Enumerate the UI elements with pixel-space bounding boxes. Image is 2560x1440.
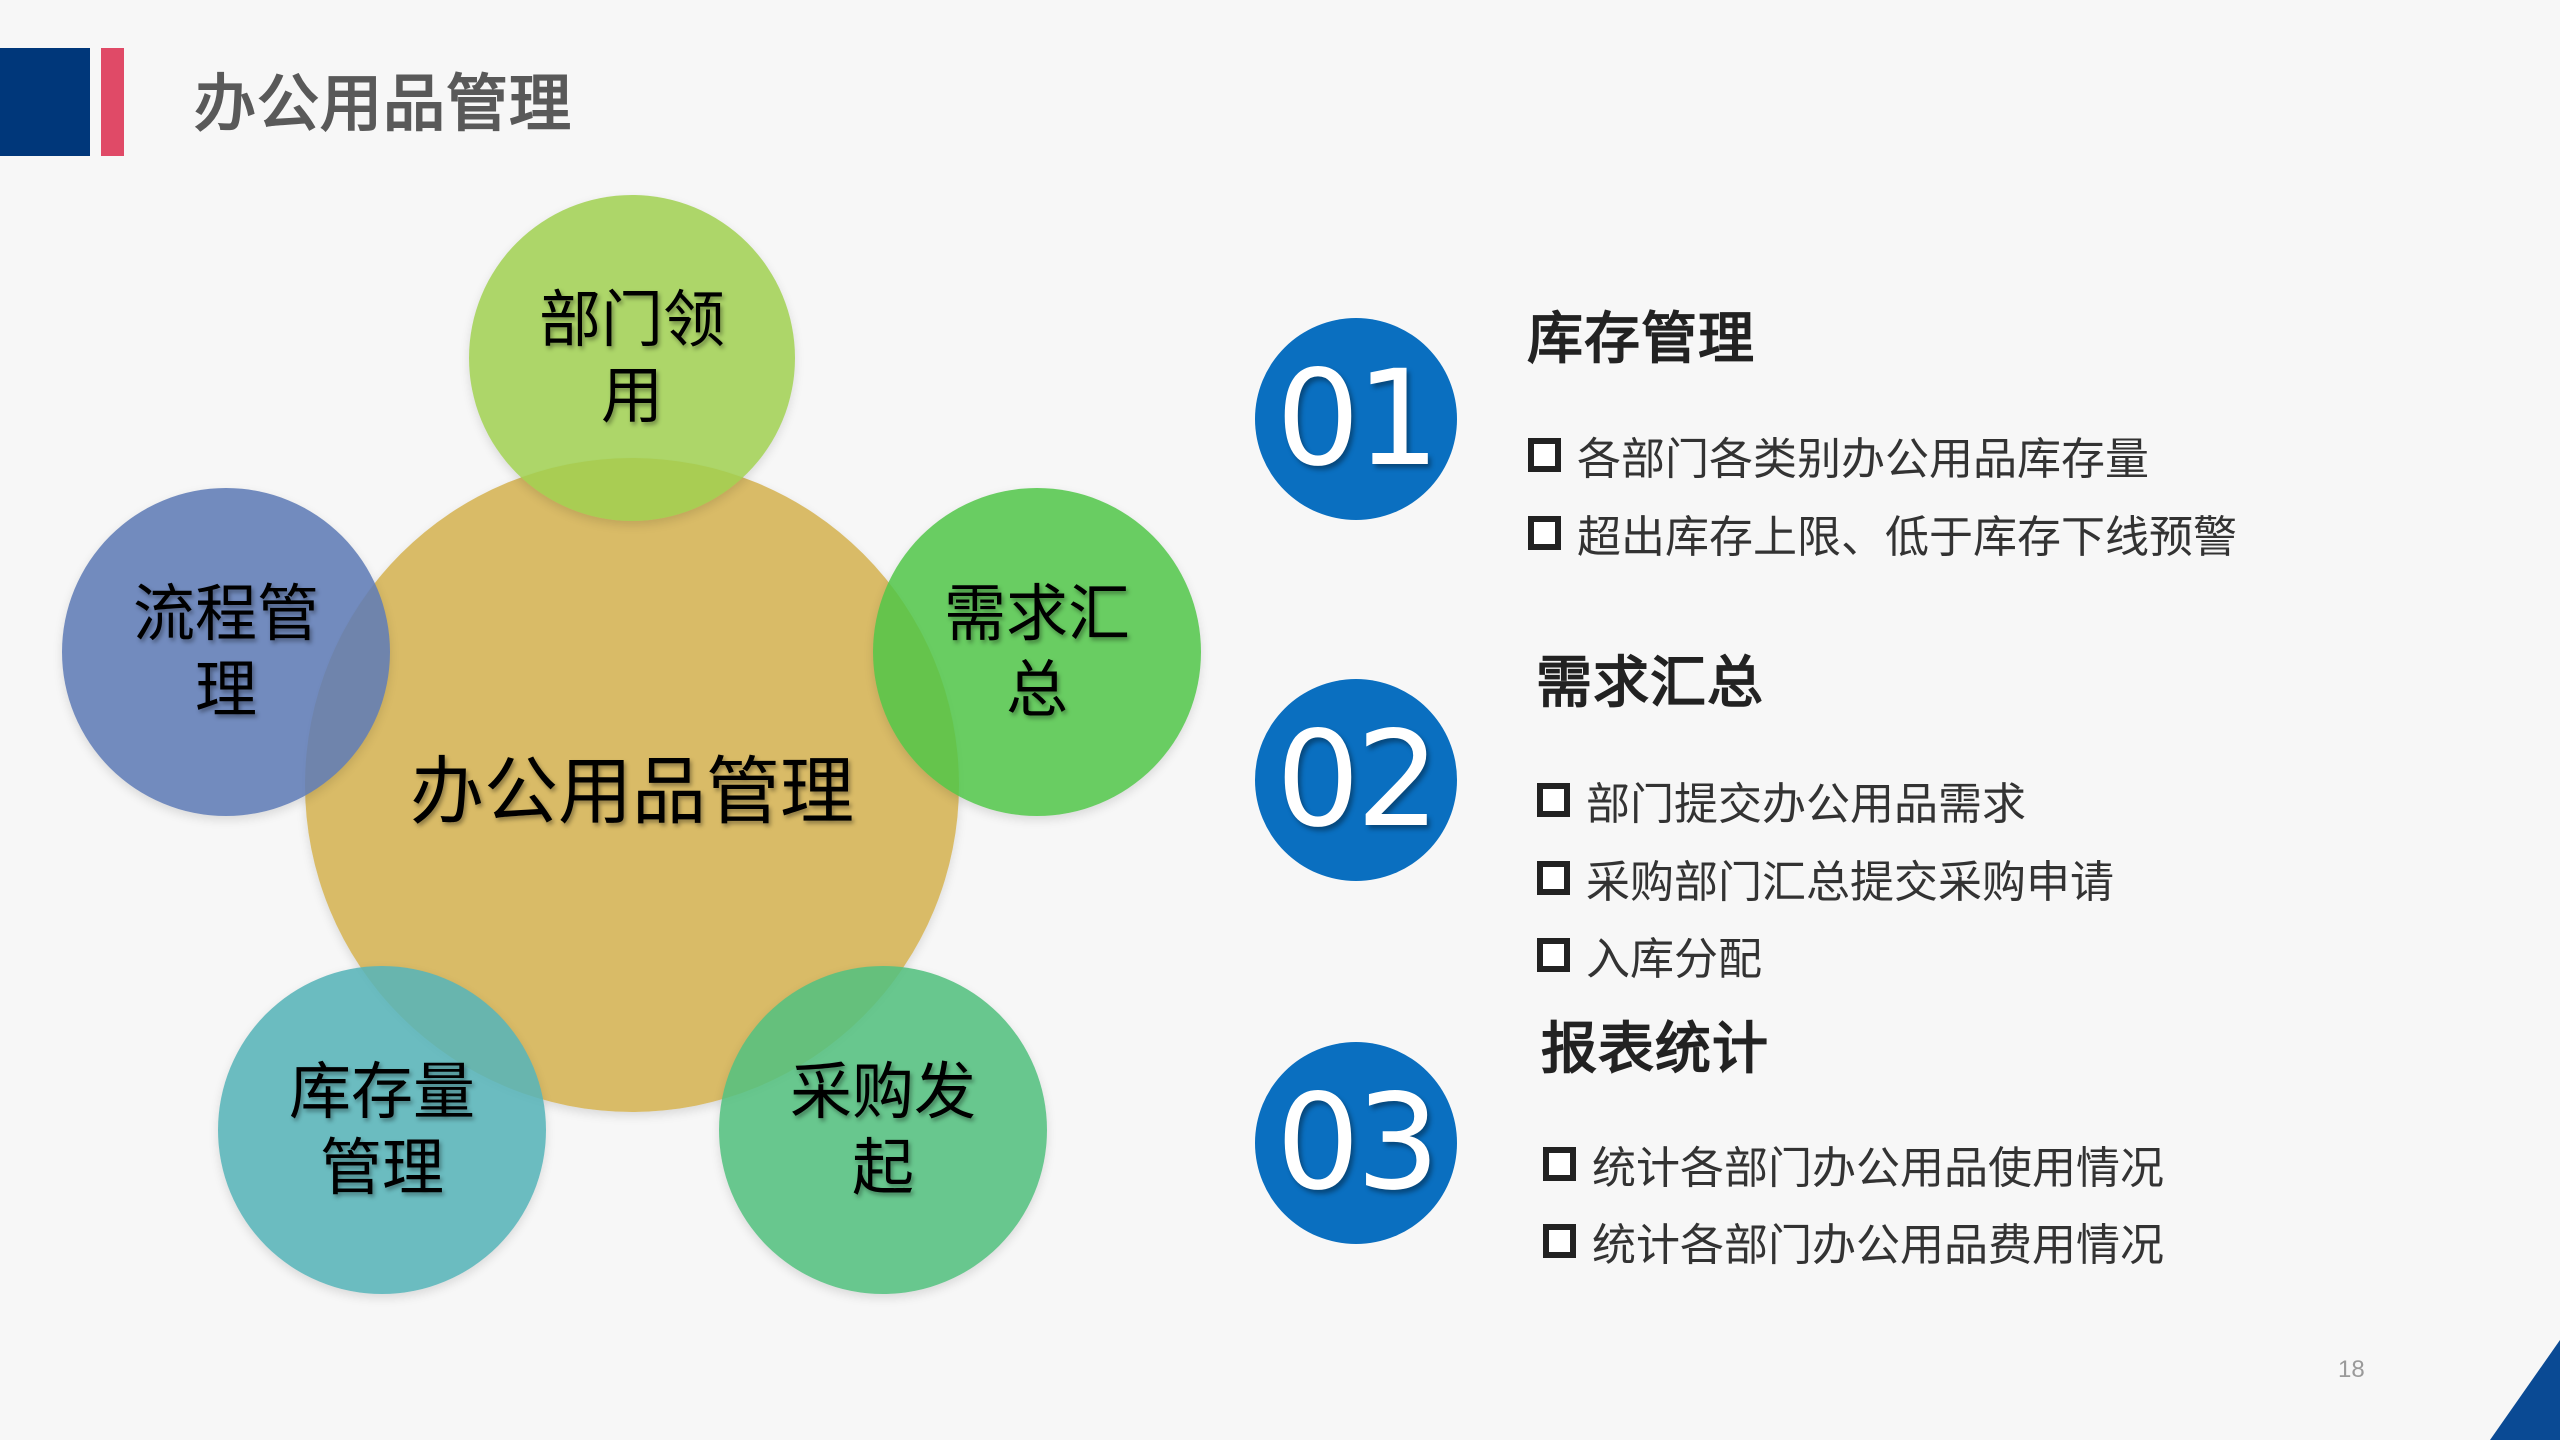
number-badge: 01 — [1255, 318, 1457, 520]
bubble-label: 采购发起 — [789, 1055, 976, 1204]
corner-triangle — [2490, 1340, 2560, 1440]
bullet-text: 入库分配 — [1586, 934, 1762, 985]
bullet-text: 统计各部门办公用品费用情况 — [1592, 1220, 2164, 1271]
bubble-inventory-management: 库存量管理 — [218, 966, 546, 1294]
bullet-text: 采购部门汇总提交采购申请 — [1586, 857, 2114, 908]
bubble-process-management: 流程管理 — [62, 488, 390, 816]
header-pink-bar — [101, 48, 124, 156]
page-title: 办公用品管理 — [194, 67, 573, 140]
bullet-item: 统计各部门办公用品费用情况 — [1543, 1211, 2164, 1271]
section-title: 库存管理 — [1527, 307, 1755, 372]
square-bullet-icon — [1543, 1147, 1576, 1181]
bullet-text: 超出库存上限、低于库存下线预警 — [1577, 512, 2237, 563]
section-title: 需求汇总 — [1536, 651, 1764, 716]
bullet-text: 统计各部门办公用品使用情况 — [1592, 1143, 2164, 1194]
bullet-text: 部门提交办公用品需求 — [1586, 779, 2026, 830]
bullet-item: 部门提交办公用品需求 — [1537, 770, 2026, 830]
header-navy-block — [0, 48, 90, 156]
bubble-purchase-initiate: 采购发起 — [719, 966, 1047, 1294]
square-bullet-icon — [1543, 1224, 1576, 1258]
bullet-item: 超出库存上限、低于库存下线预警 — [1528, 503, 2237, 563]
section-title: 报表统计 — [1541, 1017, 1769, 1082]
bubble-label: 需求汇总 — [943, 577, 1130, 726]
square-bullet-icon — [1537, 861, 1570, 895]
bubble-demand-summary: 需求汇总 — [873, 488, 1201, 816]
bullet-item: 入库分配 — [1537, 925, 1762, 985]
bullet-item: 采购部门汇总提交采购申请 — [1537, 848, 2114, 908]
bubble-label: 部门领用 — [538, 283, 725, 432]
number-badge: 02 — [1255, 679, 1457, 881]
center-label: 办公用品管理 — [410, 748, 854, 835]
page-number: 18 — [2338, 1356, 2365, 1383]
bullet-text: 各部门各类别办公用品库存量 — [1577, 434, 2149, 485]
square-bullet-icon — [1528, 516, 1561, 550]
bullet-item: 统计各部门办公用品使用情况 — [1543, 1134, 2164, 1194]
bubble-label: 库存量管理 — [288, 1055, 475, 1204]
square-bullet-icon — [1528, 438, 1561, 472]
square-bullet-icon — [1537, 783, 1570, 817]
number-badge: 03 — [1255, 1042, 1457, 1244]
square-bullet-icon — [1537, 938, 1570, 972]
bubble-label: 流程管理 — [132, 577, 319, 726]
bullet-item: 各部门各类别办公用品库存量 — [1528, 425, 2149, 485]
bubble-department-use: 部门领用 — [469, 195, 795, 521]
